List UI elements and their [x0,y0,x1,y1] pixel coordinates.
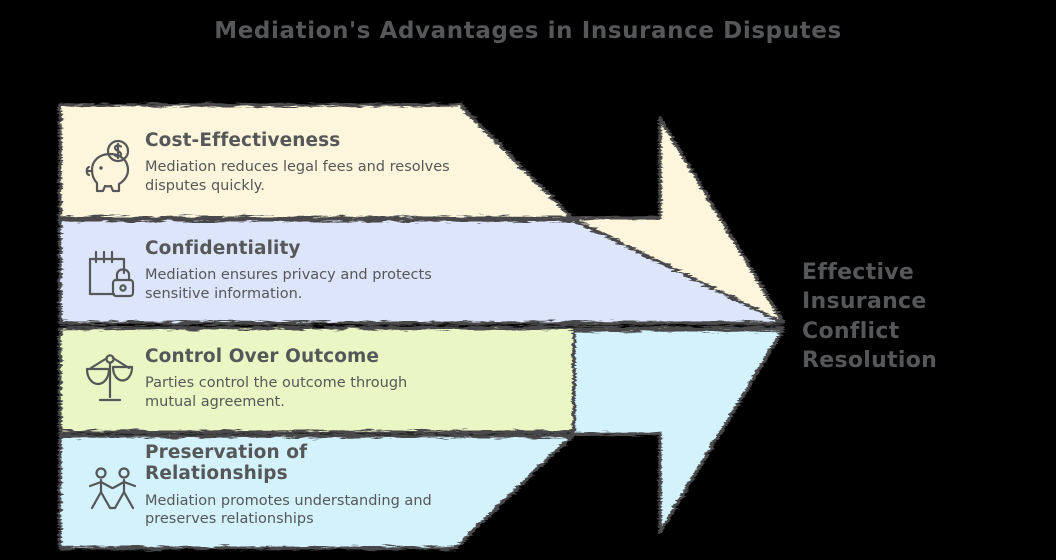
people-holding-hands-icon [88,467,137,510]
band-shape-confidentiality [58,218,785,325]
arrowhead-lower-cyan [572,328,785,534]
band-shape-preservation-of-relationships [58,434,574,550]
notepad-lock-icon [88,250,135,298]
band-shape-cost-effectiveness [58,103,574,220]
scales-of-justice-icon [85,354,134,402]
piggy-bank-icon [85,139,130,193]
